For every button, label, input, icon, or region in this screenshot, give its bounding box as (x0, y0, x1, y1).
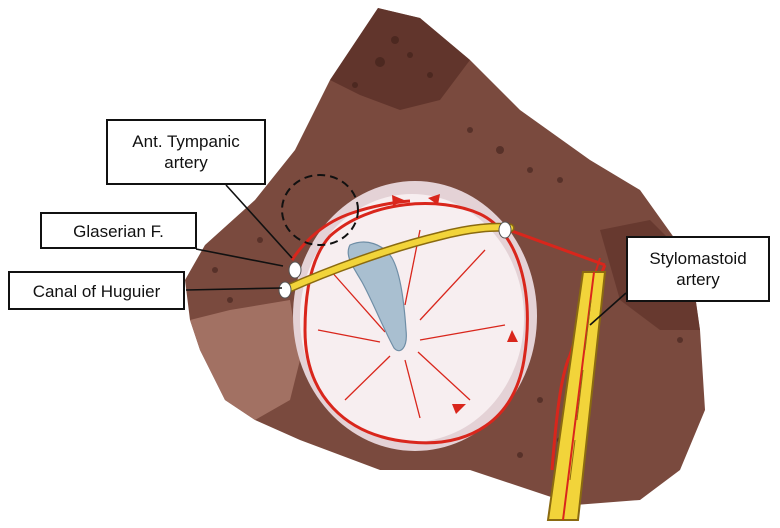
canal-of-huguier-label: Canal of Huguier (8, 271, 185, 310)
stylomastoid-artery-label: Stylomastoid artery (626, 236, 770, 302)
glaserian-fissure-label: Glaserian F. (40, 212, 197, 249)
ant-tympanic-artery-label: Ant. Tympanic artery (106, 119, 266, 185)
